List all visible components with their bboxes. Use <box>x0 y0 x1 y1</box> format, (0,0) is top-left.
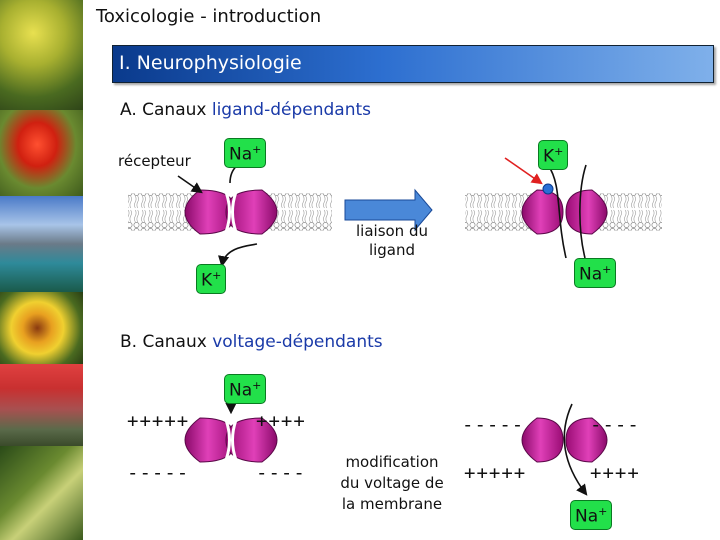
section-b-title: B. Canaux voltage-dépendants <box>120 332 383 352</box>
voltage-change-label: modification du voltage de la membrane <box>340 453 444 513</box>
ligand-dot <box>542 183 554 195</box>
ligand-binding-arrow <box>504 157 543 185</box>
channel-subunit-right <box>565 417 608 463</box>
mushroom-photo <box>0 110 83 196</box>
charge-outside-right: ---- <box>590 414 640 436</box>
flower-photo <box>0 0 83 110</box>
charge-outside-right: ++++ <box>256 410 306 432</box>
na-ion-label: Na+ <box>224 374 267 404</box>
section-a-title: A. Canaux ligand-dépendants <box>120 100 371 120</box>
mountain-photo <box>0 364 83 446</box>
banner-title: I. Neurophysiologie <box>119 52 302 74</box>
ligand-binding-label: liaison du ligand <box>356 222 428 259</box>
na-ion-label: Na+ <box>570 500 613 530</box>
channel-b-closed <box>184 417 278 463</box>
channel-a-open <box>465 183 662 235</box>
charge-inside-right: ++++ <box>590 462 640 484</box>
na-flow-curve <box>579 164 587 259</box>
k-ion-label: K+ <box>538 140 569 170</box>
charge-inside-left: ----- <box>127 462 190 484</box>
lake-photo <box>0 196 83 292</box>
na-ion-label: Na+ <box>224 138 267 168</box>
k-ion-label: K+ <box>196 264 227 294</box>
receptor-pointer-arrow <box>177 175 203 194</box>
receptor-label: récepteur <box>118 152 191 170</box>
section-banner: I. Neurophysiologie <box>112 45 714 83</box>
na-influx-arrow <box>563 403 588 496</box>
channel-subunit-right <box>565 189 608 235</box>
sunflower-photo <box>0 292 83 364</box>
forest-photo <box>0 446 83 540</box>
charge-inside-right: ---- <box>256 462 306 484</box>
k-exit-arrow <box>218 243 258 268</box>
transition-arrow-a <box>344 188 433 232</box>
photo-strip <box>0 0 83 540</box>
charge-outside-left: ----- <box>462 414 525 436</box>
channel-b-open <box>521 417 608 463</box>
slide-header: Toxicologie - introduction <box>96 6 322 27</box>
charge-outside-left: +++++ <box>127 410 190 432</box>
channel-a-closed <box>128 189 332 235</box>
channel-subunit-left <box>521 417 564 463</box>
na-ion-label: Na+ <box>574 258 617 288</box>
charge-inside-left: +++++ <box>464 462 527 484</box>
k-flow-curve <box>547 164 567 259</box>
